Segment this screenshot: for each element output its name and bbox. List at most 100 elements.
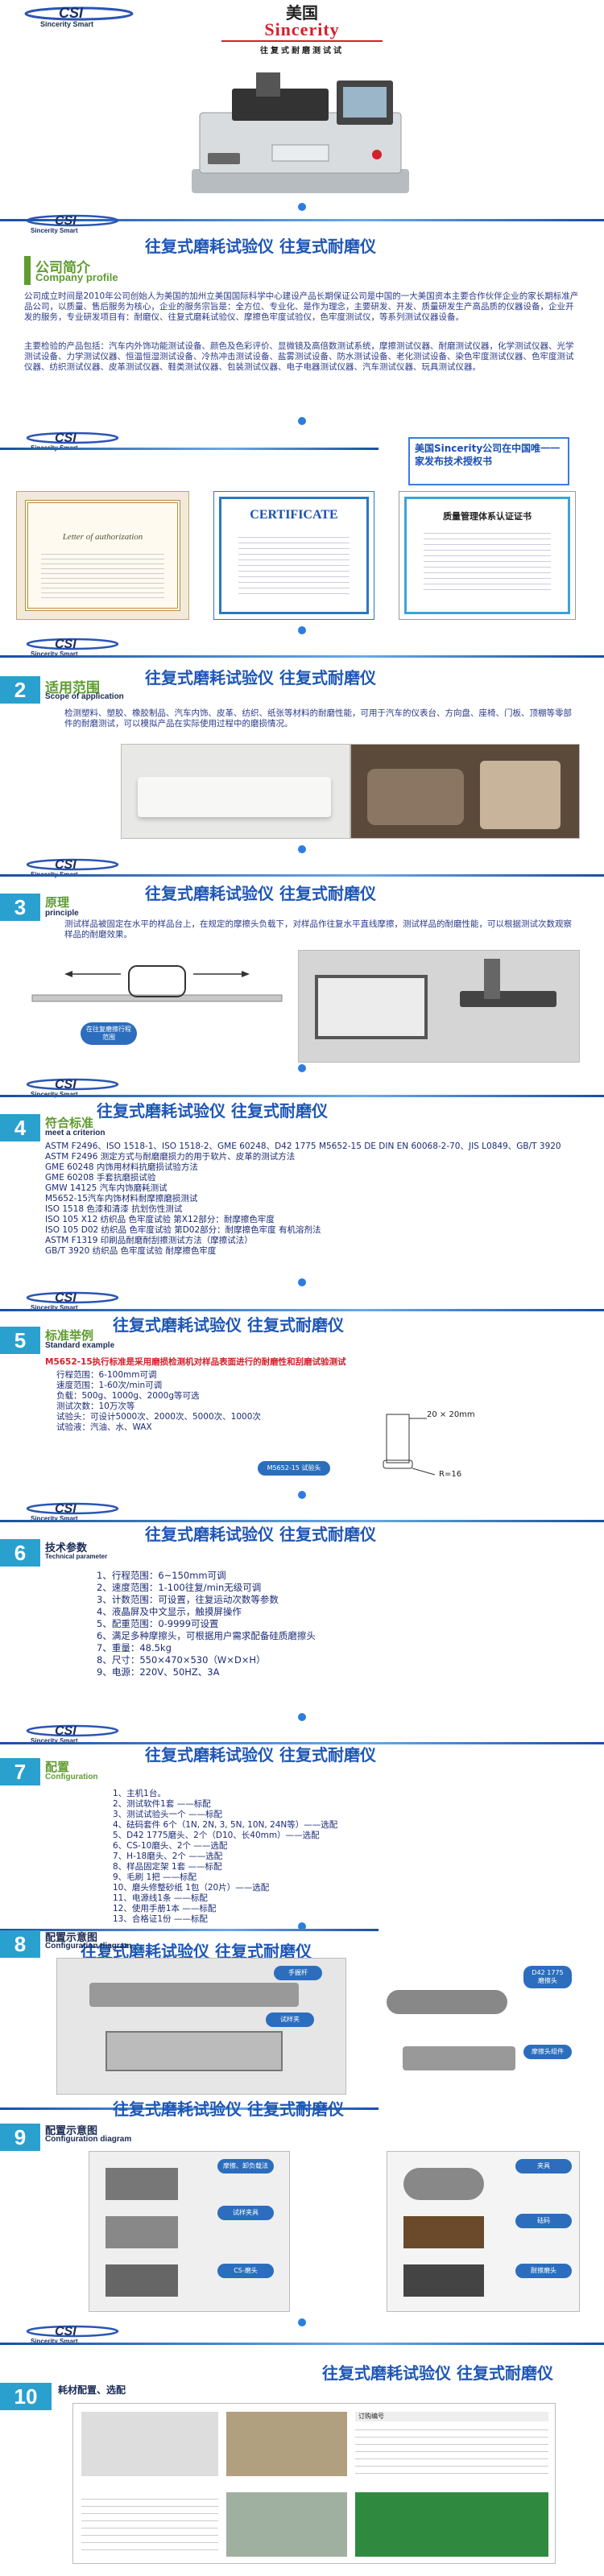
section-marker-icon	[298, 2318, 306, 2326]
principle-paragraph: 测试样品被固定在水平的样品台上，在规定的摩擦头负载下，对样品作往复水平直线摩擦，…	[64, 919, 572, 939]
list-item: 7、重量：48.5kg	[97, 1642, 172, 1653]
list-item: ASTM F1319 印刷品耐磨耐刮擦测试方法（摩擦试法）	[45, 1236, 253, 1245]
section-subtitle: Standard example	[45, 1341, 115, 1350]
section-number-badge: 10	[0, 2383, 52, 2410]
logo-swoosh-icon: CSI	[24, 5, 134, 21]
list-item: GME 60248 内饰用材料抗磨损试验方法	[45, 1162, 198, 1172]
list-item: 3、测试试验头一个 ——标配	[113, 1810, 223, 1819]
section-title: 符合标准	[45, 1116, 94, 1130]
slogan: 往复式磨耗试验仪 往复式耐磨仪	[113, 2099, 344, 2119]
product-machine-image	[192, 72, 409, 193]
section-number-badge: 9	[0, 2124, 40, 2151]
diagram-label: CS-磨头	[217, 2264, 274, 2278]
list-item: 9、电源：220V、50HZ、3A	[97, 1666, 220, 1678]
list-item: ASTM F2496 测定方式与耐磨磨损力的用于软片、皮革的测试方法	[45, 1152, 296, 1162]
section-subtitle: Scope of application	[45, 692, 124, 701]
section-title: 技术参数	[45, 1542, 88, 1554]
list-item: 行程范围：6-100mm可调	[56, 1370, 157, 1380]
list-item: 测试次数：10万次等	[56, 1402, 135, 1411]
list-item: M5652-15汽车内饰材料耐摩擦磨损测试	[45, 1194, 198, 1203]
hero-section: CSI Sincerity Smart 美国 Sincerity 往复式耐磨测试…	[0, 0, 604, 211]
section-title: 耗材配置、选配	[58, 2384, 126, 2396]
list-item: 速度范围：1-60次/min可调	[56, 1381, 163, 1390]
list-item: GB/T 3920 纺织品 色牢度试验 耐摩擦色牢度	[45, 1246, 217, 1256]
example-highlight: M5652-15执行标准是采用磨损检测机对样品表面进行的耐磨性和刮磨试验测试	[45, 1357, 346, 1367]
logo-swoosh-icon: CSI	[26, 1724, 119, 1738]
foam-sample-image	[121, 744, 350, 839]
section-divider	[0, 1520, 604, 1522]
table-header: 订购编号	[355, 2412, 548, 2421]
svg-text:CSI: CSI	[55, 2325, 77, 2339]
section-title: 公司简介	[35, 260, 90, 276]
section-marker-icon	[298, 417, 306, 425]
section-logo: CSI Sincerity Smart	[24, 428, 129, 454]
section-number-badge: 4	[0, 1114, 40, 1141]
list-item: 5、配重范围：0-9999可设置	[97, 1618, 219, 1629]
logo-subtitle: Sincerity Smart	[31, 1737, 78, 1744]
section-divider	[0, 1742, 604, 1744]
section-divider	[0, 448, 379, 450]
section-number-badge: 5	[0, 1327, 40, 1354]
list-item: 6、满足多种摩擦头，可根据用户需求配备硅质磨擦头	[97, 1630, 316, 1641]
list-item: 9、毛刷 1把 ——标配	[113, 1872, 197, 1882]
section-divider	[0, 2343, 604, 2345]
section-number-badge: 3	[0, 894, 40, 921]
section-logo: CSI Sincerity Smart	[24, 211, 129, 237]
list-item: ISO 105 X12 纺织品 色牢度试验 第X12部分：耐摩擦色牢度	[45, 1215, 275, 1224]
section-marker-icon	[298, 1922, 306, 1930]
svg-text:CSI: CSI	[55, 638, 77, 651]
brand-description: 往复式耐磨测试试	[260, 47, 344, 56]
principle-diagram	[31, 965, 283, 1002]
logo-subtitle: Sincerity Smart	[31, 1091, 78, 1098]
diagram-label: 耐擦磨头	[515, 2264, 572, 2278]
section-title: 标准举例	[45, 1328, 94, 1343]
section-logo: CSI Sincerity Smart	[24, 1288, 129, 1314]
list-item: 1、行程范围：6~150mm可调	[97, 1570, 226, 1581]
slogan: 往复式磨耗试验仪 往复式耐磨仪	[145, 668, 376, 687]
section-divider	[0, 874, 604, 877]
list-item: 11、电源线1条 ——标配	[113, 1893, 208, 1903]
list-item: ISO 105 D02 纺织品 色牢度试验 第D02部分：耐摩擦色牢度 有机溶剂…	[45, 1225, 321, 1235]
section-marker-icon	[298, 845, 306, 853]
friction-head-photo	[354, 1958, 580, 2095]
list-item: 4、液晶屏及中文显示，触摸屏操作	[97, 1606, 242, 1617]
diagram-label: 试样夹	[266, 2013, 314, 2027]
logo-swoosh-icon: CSI	[26, 638, 119, 651]
brand-logo: CSI Sincerity Smart	[23, 3, 135, 31]
accessory-photo	[387, 2151, 580, 2312]
diagram-label: 手握杆	[274, 1966, 322, 1980]
list-item: 13、合格证1份 ——标配	[113, 1914, 208, 1924]
section-accent	[24, 256, 31, 285]
section-title: 配置示意图	[45, 2125, 98, 2137]
list-item: 5、D42 1775磨头、2个（D10、长40mm）——选配	[113, 1831, 320, 1840]
section-number-badge: 8	[0, 1930, 40, 1958]
list-item: 1、主机1台。	[113, 1789, 166, 1798]
section-marker-icon	[298, 1713, 306, 1721]
configuration-list: 1、主机1台。 2、测试软件1套 ——标配 3、测试试验头一个 ——标配 4、砝…	[113, 1789, 580, 1925]
consumables-table: 订购编号	[72, 2403, 556, 2564]
logo-subtitle: Sincerity Smart	[31, 227, 78, 234]
list-item: 8、样品固定架 1套 ——标配	[113, 1862, 222, 1872]
svg-text:CSI: CSI	[55, 858, 77, 872]
list-item: ASTM F2496、ISO 1518-1、ISO 1518-2、GME 602…	[45, 1141, 561, 1151]
diagram-label: 砝码	[515, 2214, 572, 2228]
logo-swoosh-icon: CSI	[26, 214, 119, 228]
iso-certificate-image: 质量管理体系认证证书	[399, 491, 576, 620]
list-item: 2、速度范围：1-100往复/min无级可调	[97, 1582, 262, 1593]
fixture-photo	[298, 950, 580, 1063]
section-title: 原理	[45, 895, 70, 910]
fixture-set-photo	[89, 2151, 290, 2312]
company-scope-paragraph: 主要检验的产品包括：汽车内外饰功能测试设备、颜色及色彩评价、显微镜及高倍数测试系…	[24, 341, 574, 372]
list-item: 10、磨头修整砂纸 1包（20片）——选配	[113, 1883, 270, 1893]
list-item: GMW 14125 汽车内饰磨耗测试	[45, 1183, 168, 1193]
list-item: ISO 1518 色漆和清漆 抗划伤性测试	[45, 1204, 183, 1214]
section-marker-icon	[298, 1064, 306, 1072]
section-title: 适用范围	[45, 680, 100, 696]
slogan: 往复式磨耗试验仪 往复式耐磨仪	[322, 2363, 553, 2383]
section-subtitle: meet a criterion	[45, 1129, 105, 1137]
svg-text:CSI: CSI	[55, 1724, 77, 1738]
list-item: 试验液：汽油、水、WAX	[56, 1422, 152, 1432]
section-divider	[0, 1309, 604, 1311]
list-item: 试验头：可设计5000次、2000次、5000次、1000次	[56, 1412, 261, 1422]
